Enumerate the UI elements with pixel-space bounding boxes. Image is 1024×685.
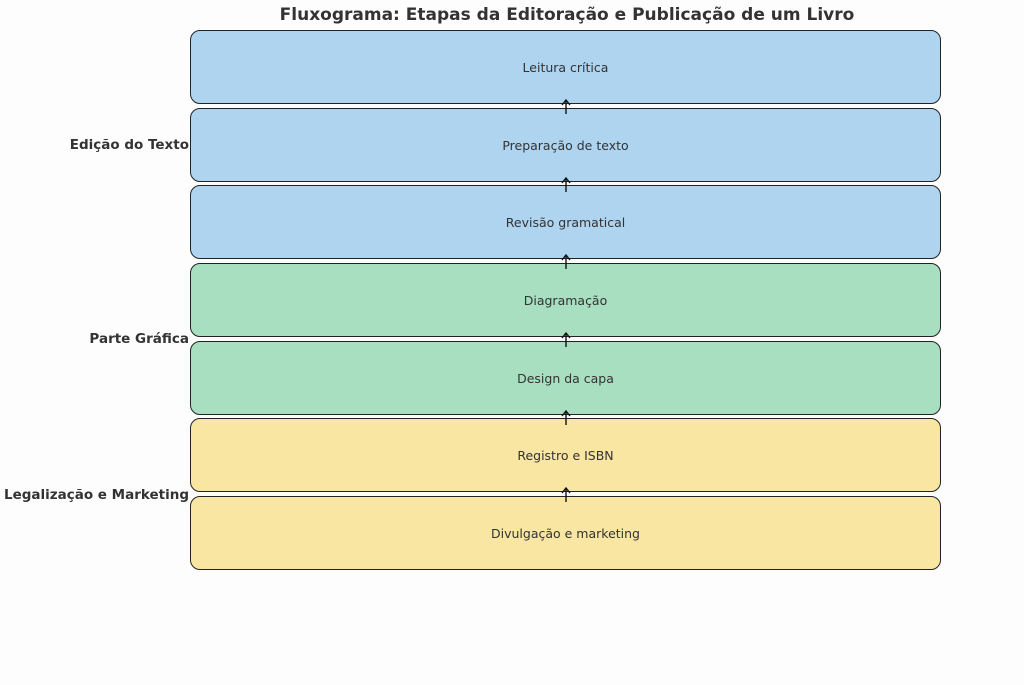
arrow-up-icon	[561, 332, 571, 347]
step-box-diagramacao: Diagramação	[190, 263, 941, 337]
step-box-registro-isbn: Registro e ISBN	[190, 418, 941, 492]
step-box-leitura-critica: Leitura crítica	[190, 30, 941, 104]
step-label: Revisão gramatical	[505, 214, 626, 230]
group-label-grafica: Parte Gráfica	[89, 331, 189, 347]
arrow-up-icon	[561, 487, 571, 502]
step-label: Registro e ISBN	[517, 447, 614, 463]
arrow-up-icon	[561, 410, 571, 425]
step-box-design-capa: Design da capa	[190, 341, 941, 415]
arrow-up-icon	[561, 177, 571, 192]
step-label: Divulgação e marketing	[491, 525, 640, 541]
group-label-legalizacao: Legalização e Marketing	[3, 487, 189, 503]
group-label-edicao: Edição do Texto	[69, 137, 189, 153]
step-label: Leitura crítica	[522, 59, 609, 75]
step-box-divulgacao-marketing: Divulgação e marketing	[190, 496, 941, 570]
step-box-revisao-gramatical: Revisão gramatical	[190, 185, 941, 259]
step-label: Diagramação	[523, 292, 608, 308]
arrow-up-icon	[561, 254, 571, 269]
step-label: Design da capa	[517, 370, 614, 386]
step-label: Preparação de texto	[502, 137, 629, 153]
diagram-title: Fluxograma: Etapas da Editoração e Publi…	[279, 5, 855, 25]
arrow-up-icon	[561, 99, 571, 114]
step-box-preparacao-texto: Preparação de texto	[190, 108, 941, 182]
